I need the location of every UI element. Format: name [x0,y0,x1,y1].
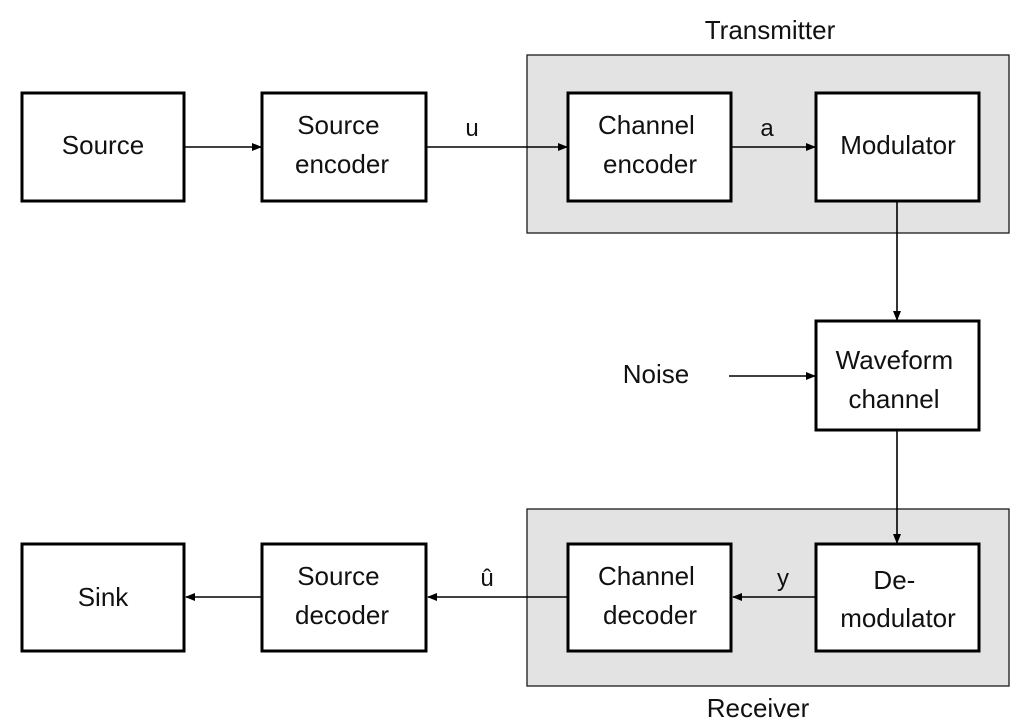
channel-decoder-block-line-2: decoder [603,600,697,630]
sink-block: Sink [20,542,186,653]
modulator-block-line-1: Modulator [840,130,956,160]
source-decoder-block: Source decoder [260,542,428,653]
signal-label-u: u [465,115,478,142]
modulator-block: Modulator [814,91,981,203]
signal-label-u-hat: û [480,565,493,592]
noise-label: Noise [623,359,689,389]
channel-decoder-block: Channel decoder [566,542,733,653]
signal-label-a: a [760,115,774,142]
channel-encoder-block: Channel encoder [566,91,733,203]
waveform-channel-block-line-1: Waveform [836,345,954,375]
waveform-channel-block-line-2: channel [848,384,939,414]
source-block-line-1: Source [62,130,144,160]
channel-encoder-block-line-2: encoder [603,149,697,179]
channel-encoder-block-line-1: Channel [598,110,695,140]
source-encoder-block: Source encoder [260,91,428,203]
transmitter-label: Transmitter [705,15,836,45]
svg-text:Source decoder: Source decoder [295,561,389,630]
channel-decoder-block-line-1: Channel [598,561,695,591]
svg-text:Source encoder: Source encoder [295,110,389,179]
source-decoder-block-line-1: Source [297,561,379,591]
demodulator-block-line-2: modulator [840,603,956,633]
demodulator-block: De- modulator [814,542,981,653]
svg-text:Channel decoder: Channel decoder [598,561,702,630]
source-encoder-block-line-2: encoder [295,149,389,179]
receiver-label: Receiver [707,693,810,723]
source-block: Source [20,91,186,203]
svg-text:Waveform channel: Waveform channel [836,345,961,414]
svg-text:Sink: Sink [78,582,130,612]
sink-block-line-1: Sink [78,582,130,612]
svg-text:De- modulator: De- modulator [840,565,956,633]
signal-label-y: y [777,565,789,592]
demodulator-block-line-1: De- [873,565,915,595]
svg-text:Channel encoder: Channel encoder [598,110,702,179]
waveform-channel-block: Waveform channel [814,319,981,432]
svg-text:Source: Source [62,130,144,160]
source-encoder-block-line-1: Source [297,110,379,140]
svg-text:Modulator: Modulator [840,130,956,160]
source-decoder-block-line-2: decoder [295,600,389,630]
